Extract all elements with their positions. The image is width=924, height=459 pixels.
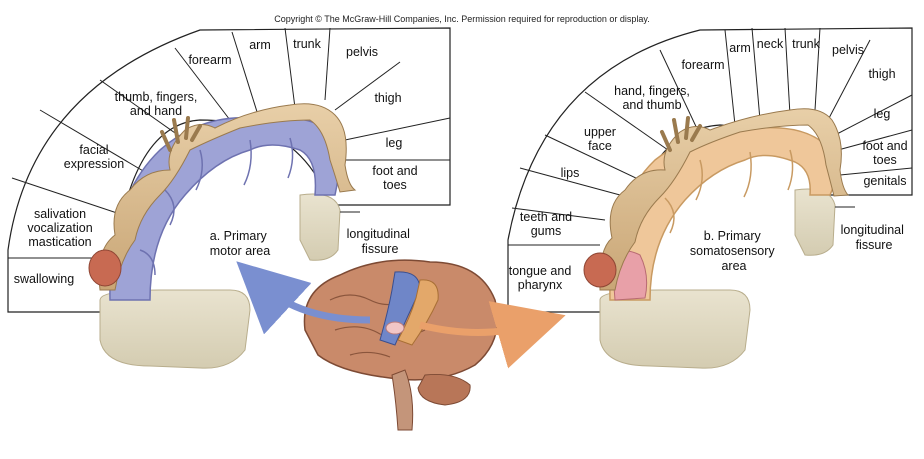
sensory-fissure-bone [794,188,836,256]
motor-label-thumb-fingers-and-hand: thumb, fingers,and hand [115,90,198,118]
motor-panel: a. Primary motor area longitudinal fissu… [7,27,451,369]
arrow-to-motor-area [236,261,371,335]
sensory-homunculus [599,108,850,291]
sensory-label-lips: lips [561,166,580,180]
motor-label-leg: leg [386,136,403,150]
sensory-label-trunk: trunk [792,37,821,51]
arrow-to-sensory-area [419,301,566,369]
motor-skull-section [99,289,251,369]
motor-label-pelvis: pelvis [346,45,378,59]
motor-fissure-label: longitudinal fissure [347,227,414,256]
sensory-label-hand-fingers-and-thumb: hand, fingers,and thumb [614,84,690,112]
motor-label-trunk: trunk [293,37,322,51]
sensory-skull-section [599,289,751,369]
sensory-label-arm: arm [729,41,751,55]
motor-label-swallowing: swallowing [14,272,74,286]
brain-illustration [303,259,499,431]
motor-label-fan [7,27,451,313]
sensory-label-thigh: thigh [868,67,895,81]
sensory-panel: b. Primary somatosensory area longitudin… [507,27,913,369]
motor-label-thigh: thigh [374,91,401,105]
brain-stem [391,369,414,431]
sensory-label-genitals: genitals [863,174,906,188]
sensory-tongue [583,252,617,288]
sensory-label-neck: neck [757,37,784,51]
motor-cortex [109,115,340,301]
sensory-fissure-label: longitudinal fissure [841,223,908,252]
brain-cerebellum [417,374,471,406]
copyright-notice: Copyright © The McGraw-Hill Companies, I… [274,14,650,24]
motor-title: a. Primary motor area [210,229,270,258]
motor-homunculus [98,103,357,291]
motor-tongue [88,249,122,287]
motor-fissure-bone [299,193,341,261]
motor-label-forearm: forearm [188,53,231,67]
sensory-label-forearm: forearm [681,58,724,72]
sensory-label-leg: leg [874,107,891,121]
sensory-title: b. Primary somatosensory area [690,229,778,273]
motor-label-arm: arm [249,38,271,52]
sensory-label-pelvis: pelvis [832,43,864,57]
